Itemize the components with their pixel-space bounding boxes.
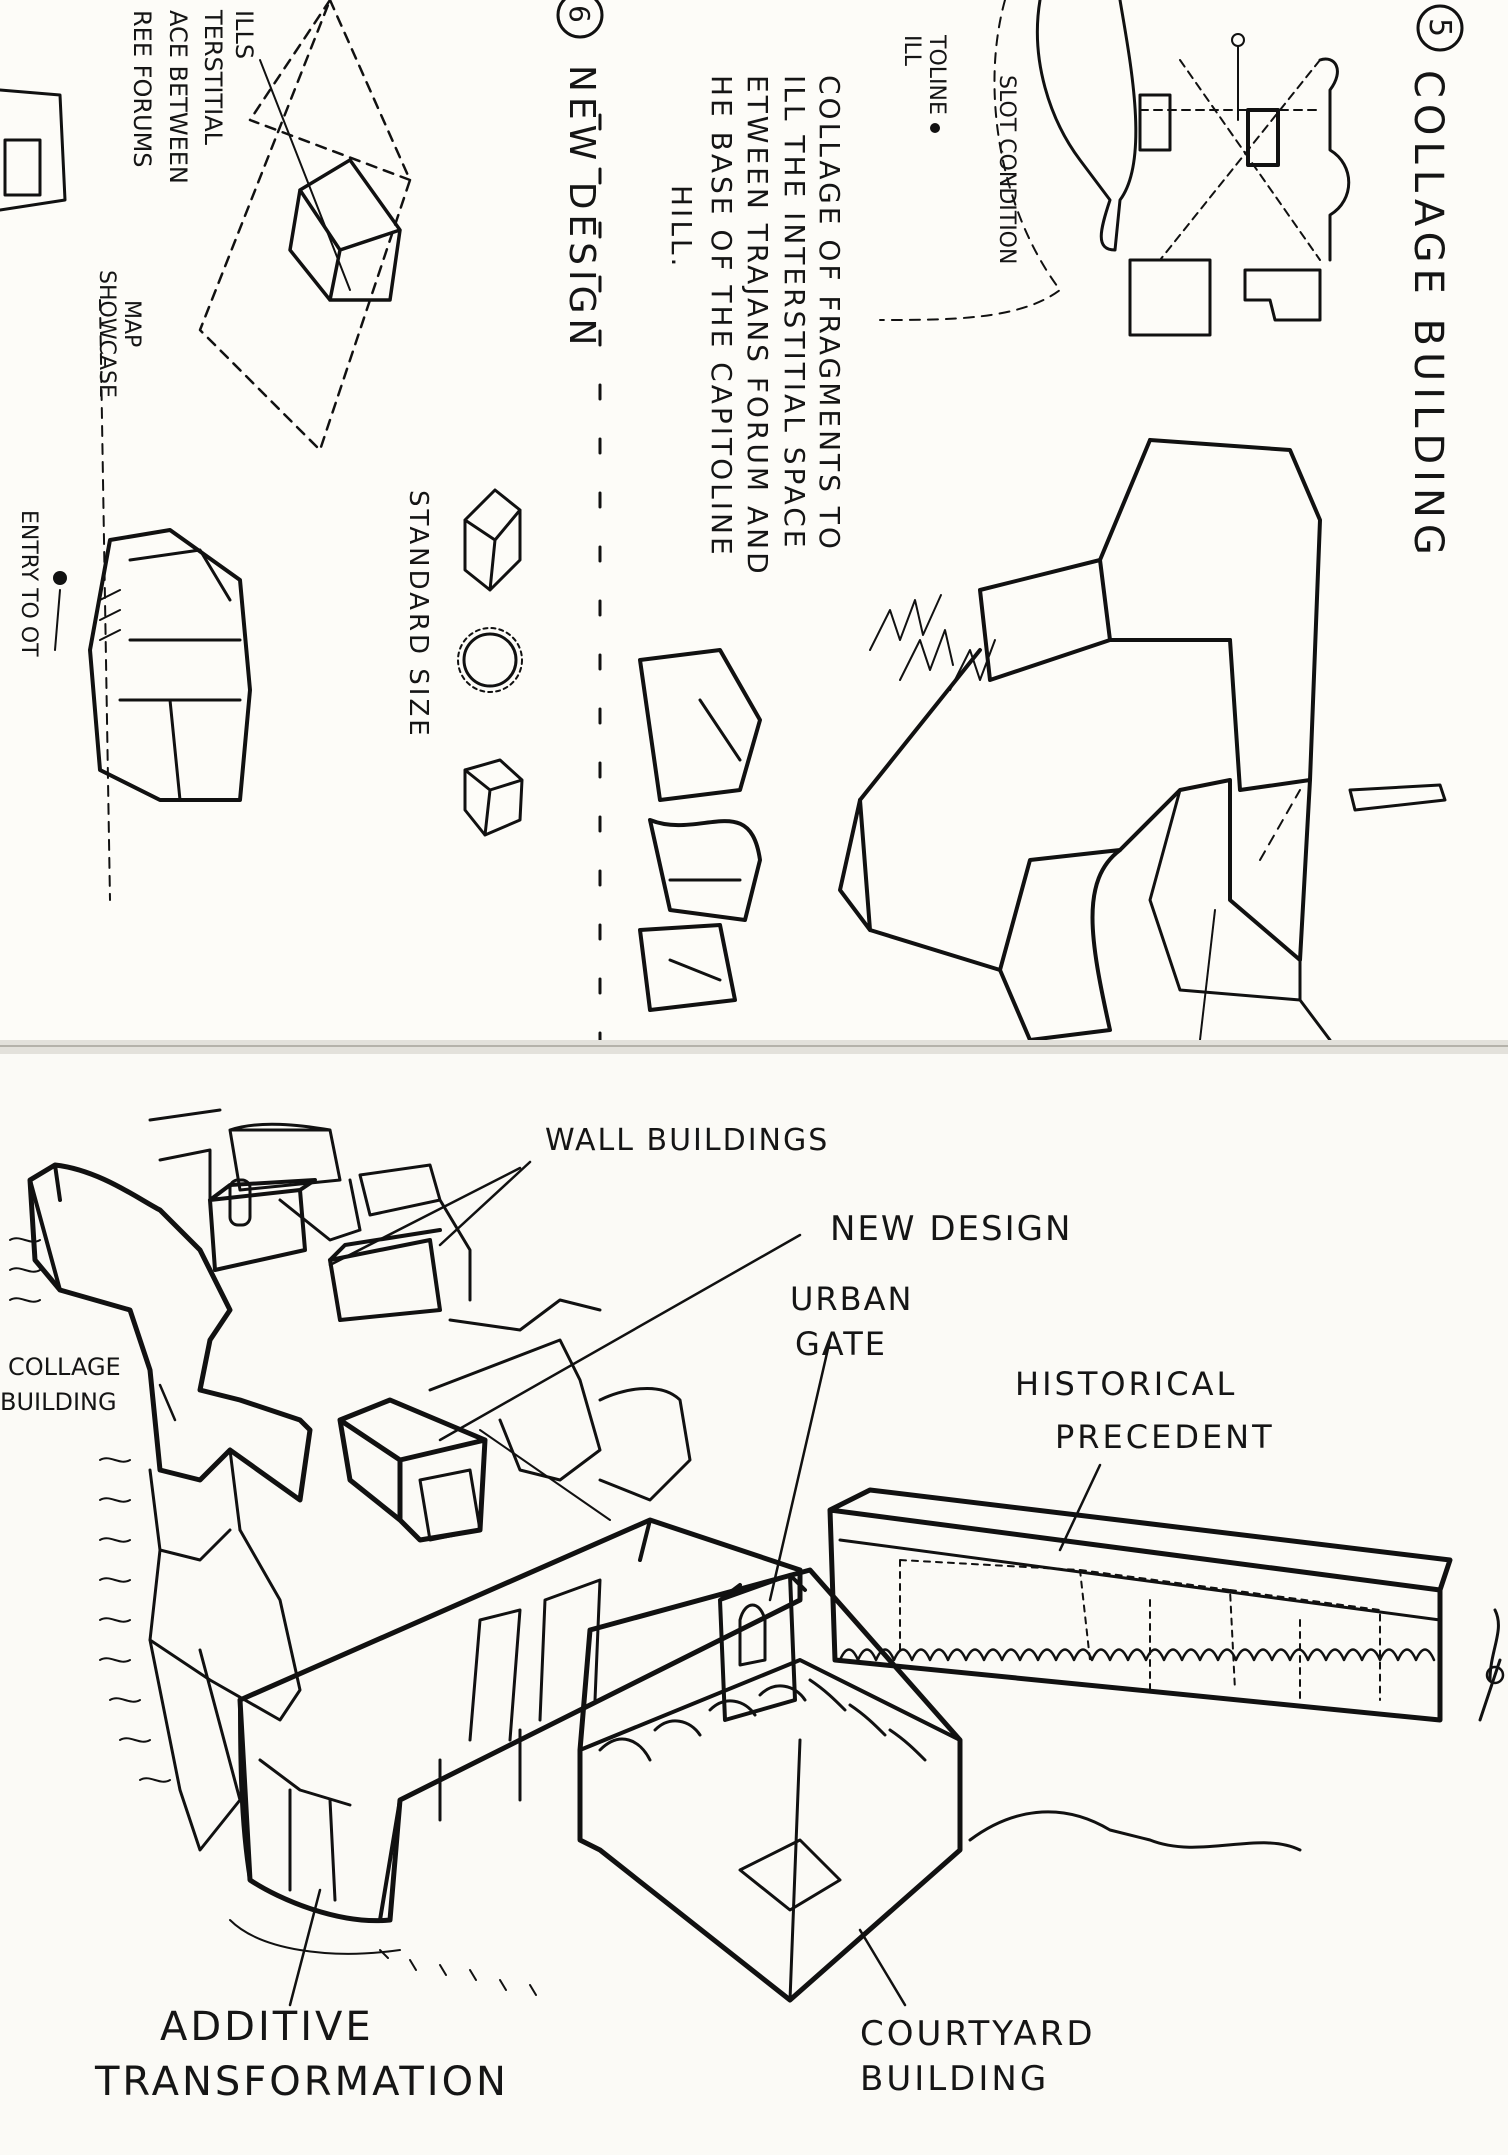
urban-gate-line2: GATE: [795, 1325, 887, 1363]
top-page: SLOT CONDITION 5 COLLAGE BUILDING TOLINE…: [0, 0, 1508, 1045]
capitoline-line2: ILL: [899, 35, 924, 67]
collage-building-line1: COLLAGE: [8, 1353, 121, 1381]
standard-size-label: STANDARD SIZE: [403, 490, 433, 739]
new-design-number-circle: [556, 0, 604, 39]
collage-building-heading: 5 COLLAGE BUILDING: [1405, 4, 1464, 561]
collage-note-line2: ILL THE INTERSTITIAL SPACE: [778, 75, 811, 550]
slot-condition-plan: SLOT CONDITION: [879, 0, 1351, 337]
map-showcase-line2: SHOWCASE: [94, 270, 119, 398]
capitoline-dot: [930, 123, 940, 133]
layered-planes-sketch: [198, 0, 412, 452]
courtyard-building-line1: COURTYARD: [860, 2014, 1096, 2054]
interstitial-line3: ACE BETWEEN: [164, 10, 192, 184]
collage-note-line3: ETWEEN TRAJANS FORUM AND: [741, 75, 774, 577]
interstitial-note: ILLS TERSTITIAL ACE BETWEEN REE FORUMS: [128, 9, 258, 184]
courtyard-building-line2: BUILDING: [860, 2059, 1049, 2099]
additive-transformation-line1: ADDITIVE: [160, 2004, 374, 2050]
heading-number: 5: [1422, 18, 1457, 37]
entry-label: ENTRY TO OT: [16, 510, 41, 657]
collage-building-line2: BUILDING: [0, 1388, 117, 1416]
interstitial-line1: ILLS: [230, 10, 258, 59]
top-page-paper: [0, 0, 1508, 1045]
new-design-block: [337, 1338, 692, 1543]
collage-note-line5: HILL.: [665, 185, 698, 269]
heading-title: COLLAGE BUILDING: [1405, 70, 1451, 561]
collage-building-mass: [27, 1162, 313, 1852]
historical-precedent-line2: PRECEDENT: [1055, 1418, 1275, 1456]
collage-note: COLLAGE OF FRAGMENTS TO ILL THE INTERSTI…: [665, 75, 846, 577]
slot-condition-label: SLOT CONDITION: [994, 75, 1019, 264]
collage-note-line4: HE BASE OF THE CAPITOLINE: [705, 75, 738, 558]
additive-transformation-building: [229, 1517, 803, 1996]
historical-precedent-block: [827, 1487, 1505, 1852]
interstitial-line2: TERSTITIAL: [199, 9, 227, 146]
bottom-page: WALL BUILDINGS NEW DESIGN URBAN GATE HIS…: [0, 1054, 1508, 2155]
new-design-number: 6: [563, 5, 596, 23]
interstitial-line4: REE FORUMS: [128, 10, 156, 168]
ground-hatching: [9, 1237, 171, 1783]
capitoline-line1: TOLINE: [924, 34, 949, 115]
leader-lines: [158, 1160, 1102, 2007]
courtyard-building: [577, 1567, 963, 2003]
wall-buildings-mass: [148, 1108, 602, 1332]
new-design-heading: NEW DESIGN: [561, 65, 602, 350]
collage-note-line1: COLLAGE OF FRAGMENTS TO: [813, 75, 846, 552]
fragment-collage-strip: [638, 648, 762, 1012]
map-showcase-sketch: MAP SHOWCASE ENTRY TO OT: [0, 88, 252, 901]
urban-gate-line1: URBAN: [790, 1280, 913, 1318]
map-showcase-line1: MAP: [119, 300, 144, 347]
collage-building-sketch: [838, 438, 1447, 1042]
standard-size-blocks: STANDARD SIZE: [403, 488, 524, 837]
wall-buildings-label: WALL BUILDINGS: [545, 1123, 829, 1158]
additive-transformation-line2: TRANSFORMATION: [94, 2059, 509, 2105]
new-design-label: NEW DESIGN: [830, 1209, 1072, 1249]
historical-precedent-line1: HISTORICAL: [1015, 1365, 1237, 1403]
